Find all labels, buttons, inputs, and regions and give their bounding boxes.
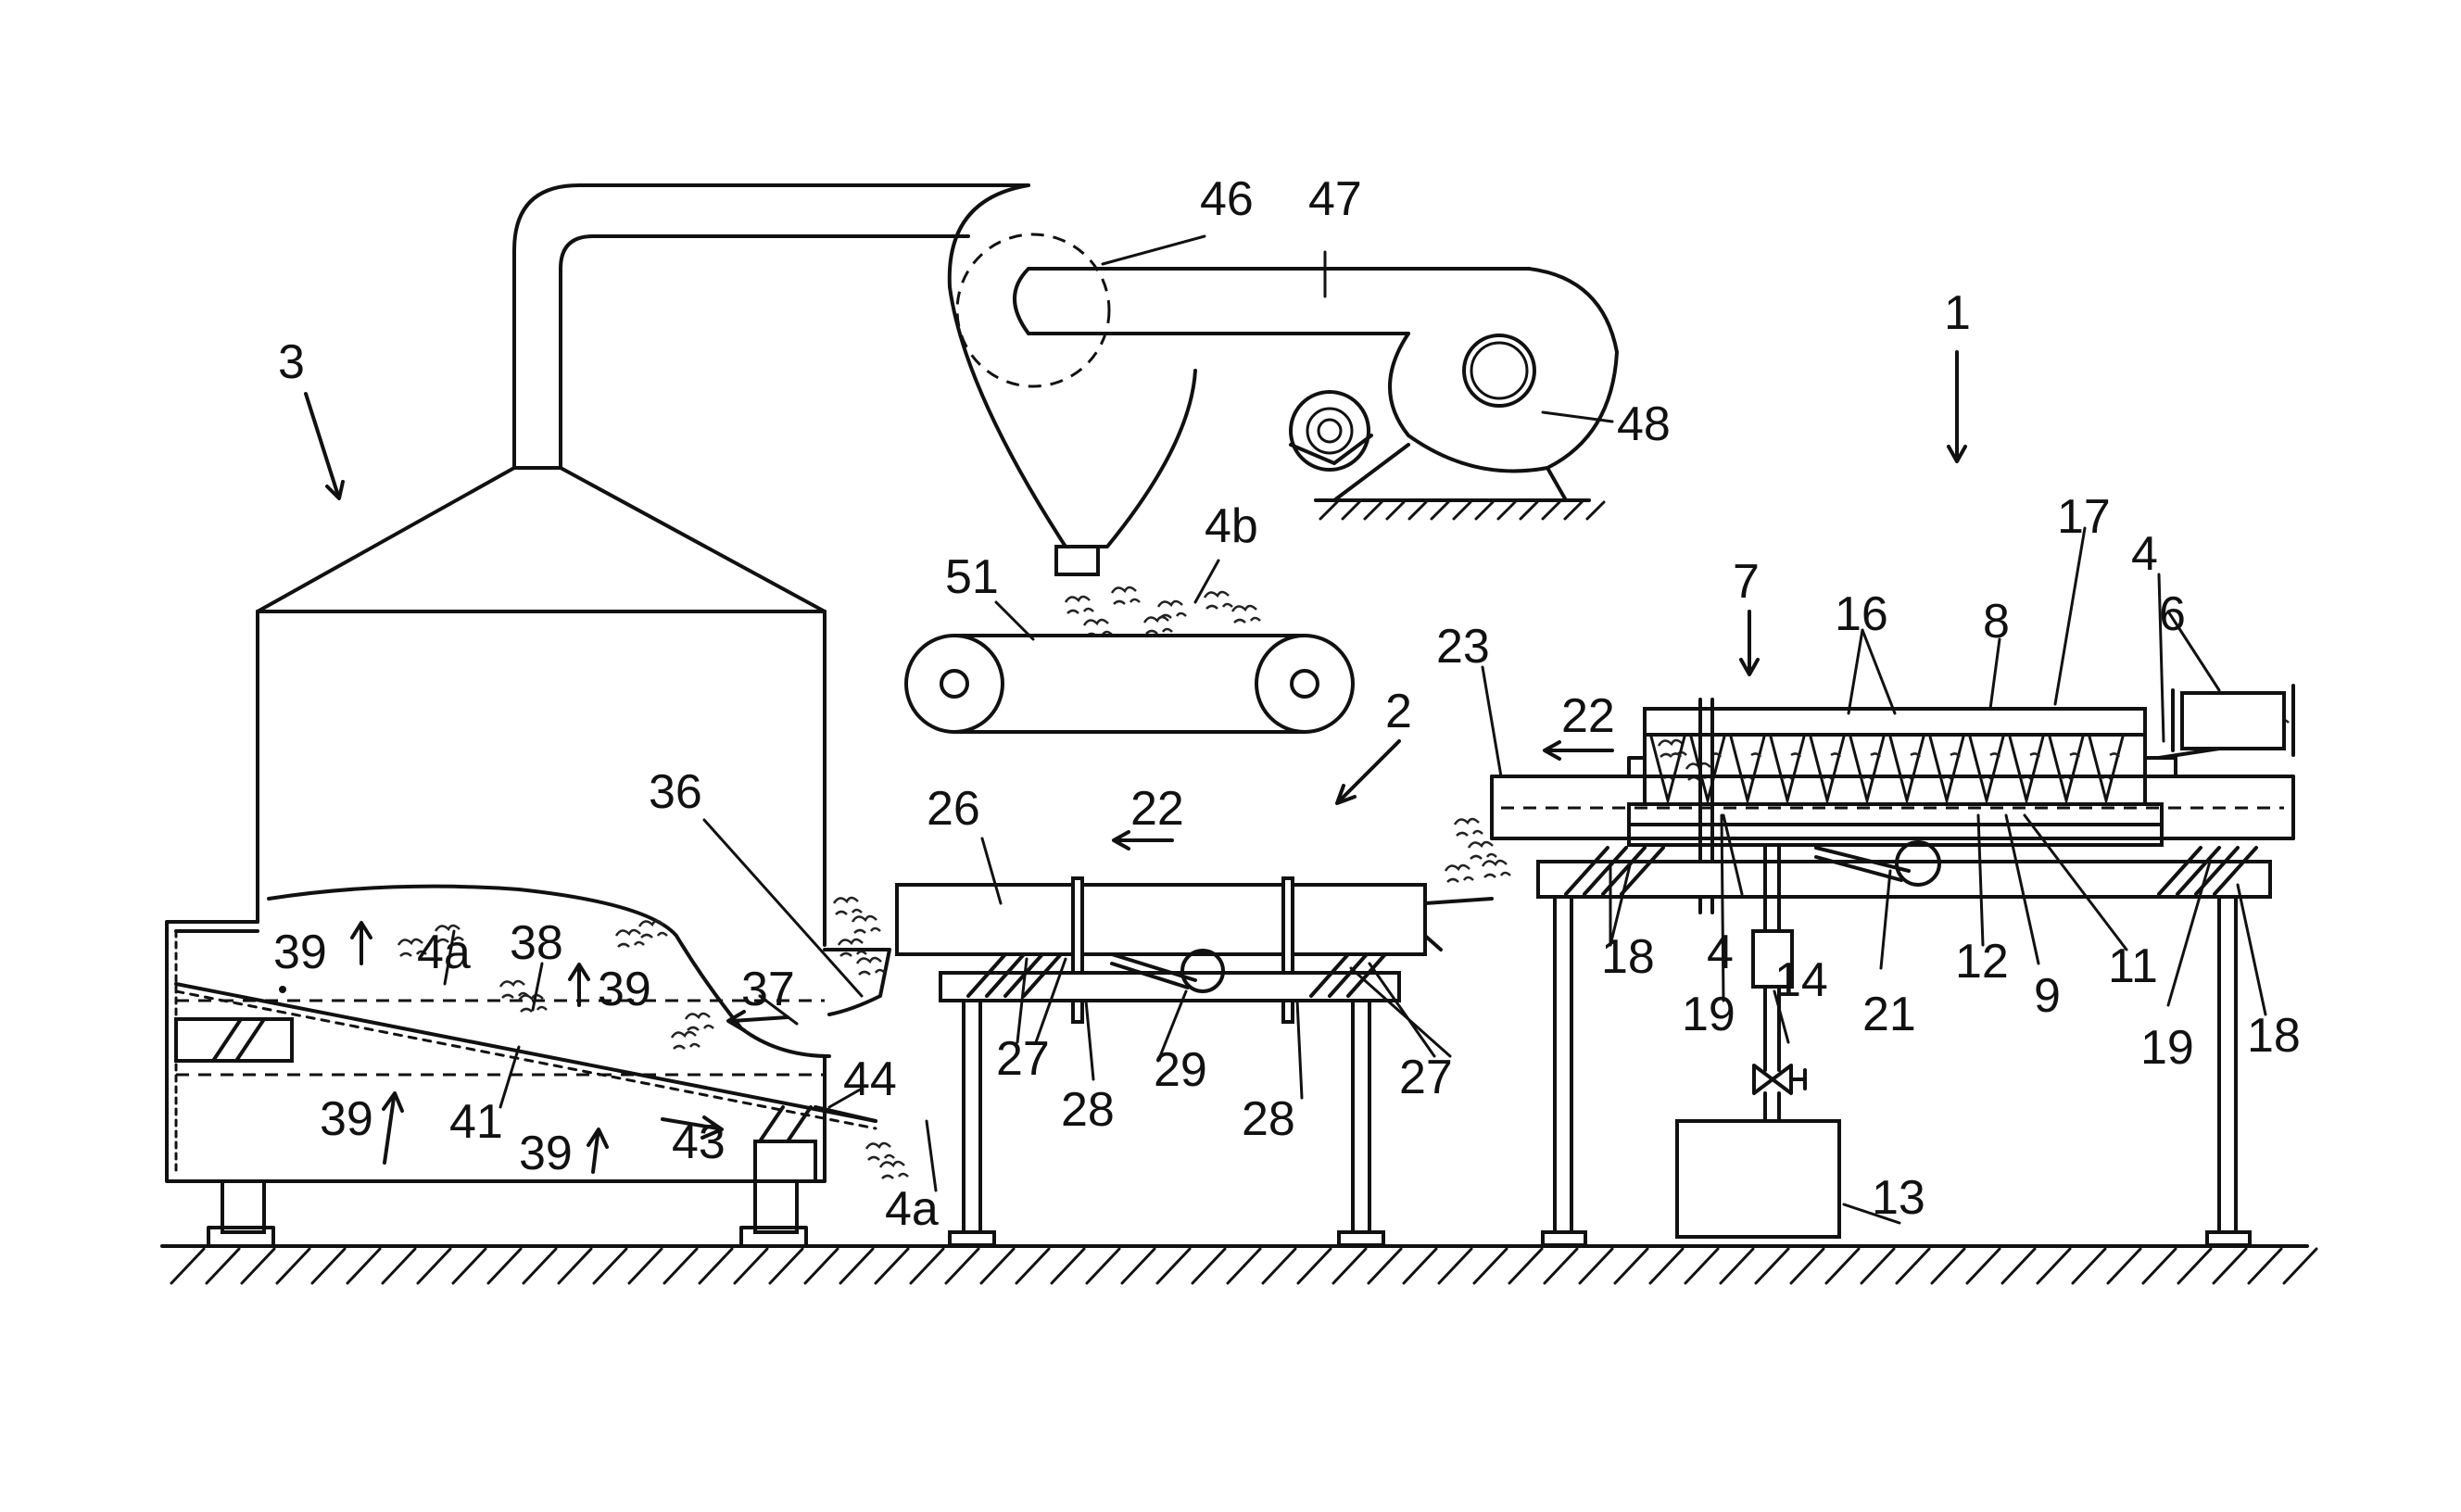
- label-6: 6: [2159, 587, 2186, 641]
- ground-line: [162, 1246, 2316, 1283]
- label-21: 21: [1862, 988, 1916, 1041]
- husking-machine-1: [306, 352, 2293, 1245]
- label-4-mid: 4: [1707, 926, 1734, 979]
- label-51: 51: [945, 550, 999, 604]
- label-22-right: 22: [1561, 689, 1615, 743]
- label-8: 8: [1983, 595, 2010, 649]
- label-11: 11: [2108, 939, 2158, 993]
- label-13: 13: [1872, 1171, 1925, 1225]
- label-26: 26: [927, 782, 980, 836]
- label-23: 23: [1436, 620, 1490, 674]
- label-7: 7: [1733, 555, 1760, 609]
- label-48: 48: [1617, 397, 1671, 451]
- label-4b: 4b: [1205, 499, 1258, 553]
- label-27-left: 27: [996, 1032, 1050, 1086]
- label-4a: 4a: [417, 926, 471, 979]
- label-2: 2: [1385, 685, 1412, 738]
- label-1: 1: [1944, 286, 1971, 340]
- label-47: 47: [1308, 172, 1362, 226]
- label-39-b: 39: [598, 963, 651, 1016]
- label-39-d: 39: [519, 1127, 573, 1180]
- label-38: 38: [510, 916, 563, 970]
- label-17: 17: [2057, 490, 2111, 544]
- label-43: 43: [672, 1115, 726, 1169]
- label-41: 41: [449, 1095, 503, 1149]
- label-28-right: 28: [1242, 1092, 1295, 1146]
- label-14: 14: [1774, 953, 1828, 1007]
- label-3: 3: [278, 335, 305, 389]
- label-27-right: 27: [1399, 1051, 1453, 1104]
- label-36: 36: [649, 765, 702, 819]
- label-12: 12: [1955, 935, 2009, 989]
- label-44: 44: [843, 1052, 897, 1106]
- label-18-right: 18: [2247, 1009, 2301, 1063]
- label-29: 29: [1154, 1043, 1207, 1097]
- label-46: 46: [1200, 172, 1254, 226]
- label-9: 9: [2034, 969, 2061, 1023]
- belt-conveyor-51: [906, 636, 1353, 732]
- label-28-left: 28: [1061, 1083, 1115, 1137]
- label-18-left: 18: [1601, 930, 1655, 984]
- cyclone-fan-unit: [514, 185, 1617, 574]
- label-39-c: 39: [320, 1092, 373, 1146]
- label-37: 37: [741, 963, 795, 1016]
- label-19-right: 19: [2140, 1021, 2194, 1075]
- label-16: 16: [1835, 587, 1888, 641]
- label-4-top: 4: [2131, 527, 2158, 581]
- label-4a-out: 4a: [885, 1182, 939, 1236]
- label-19-left: 19: [1682, 988, 1735, 1041]
- label-39-a: 39: [273, 926, 327, 979]
- label-22-left: 22: [1130, 782, 1184, 836]
- vibratory-conveyor-2: [897, 832, 1492, 1245]
